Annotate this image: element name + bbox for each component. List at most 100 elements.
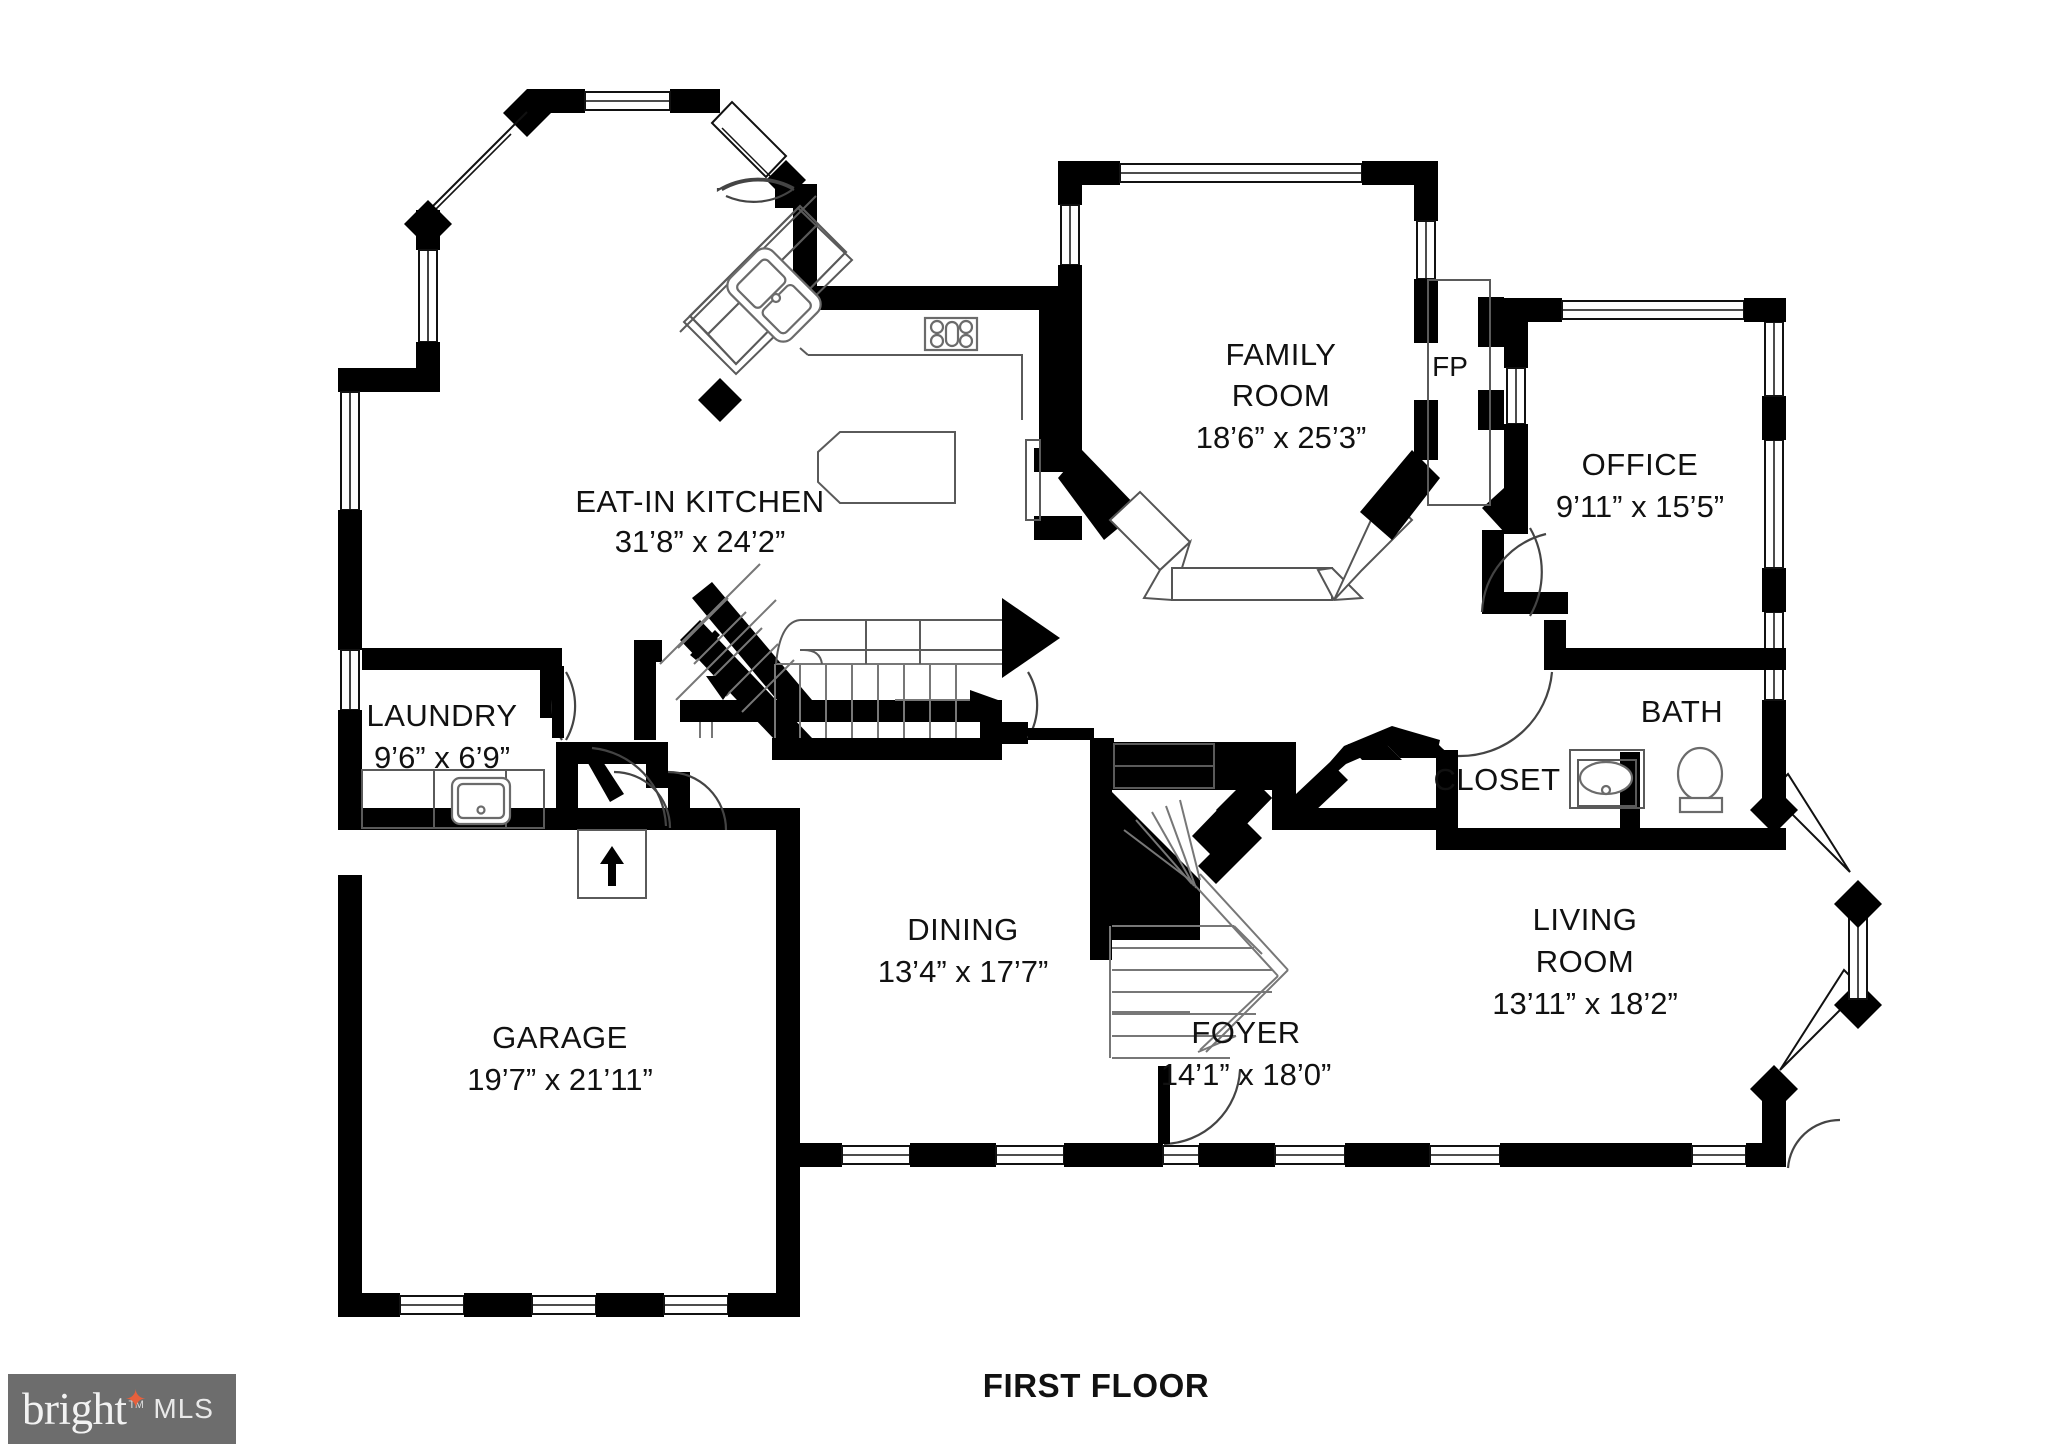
wall-corner xyxy=(1360,450,1440,540)
wall-corner xyxy=(1834,981,1882,1029)
label-living-room-line2: ROOM xyxy=(1536,944,1634,979)
window xyxy=(1119,163,1363,183)
up-arrow-icon xyxy=(600,846,624,886)
window xyxy=(1429,1145,1501,1165)
wall-segment xyxy=(1544,648,1786,670)
door-swing xyxy=(725,189,793,203)
window xyxy=(1691,1145,1747,1165)
cooktop-icon xyxy=(923,316,979,352)
winder-stairs xyxy=(659,563,795,713)
garage-door-panel xyxy=(663,1295,729,1315)
utility-sink-icon xyxy=(450,776,512,826)
dim-foyer: 14’1” x 18’0” xyxy=(1161,1057,1332,1092)
wall-segment xyxy=(338,368,440,392)
door-swing xyxy=(721,179,795,191)
door-leaf xyxy=(576,742,624,802)
door-swing xyxy=(1786,1118,1841,1169)
wall-segment xyxy=(1039,286,1063,468)
wall-segment xyxy=(1345,1143,1430,1167)
wall-segment xyxy=(634,640,656,740)
bay-wall-bottom xyxy=(1171,567,1333,601)
laundry-appliances xyxy=(361,769,545,829)
wall-segment xyxy=(338,710,362,820)
kitchen-counter xyxy=(799,347,1023,420)
wall-segment xyxy=(910,1143,996,1167)
wall-segment xyxy=(1500,1143,1692,1167)
wall-corner xyxy=(1834,880,1882,928)
label-laundry: LAUNDRY xyxy=(366,698,517,733)
label-office: OFFICE xyxy=(1582,447,1699,482)
wall-segment xyxy=(338,875,362,1315)
label-dining: DINING xyxy=(907,912,1019,947)
winder-arrow xyxy=(706,676,740,700)
garage-door-panel xyxy=(531,1295,597,1315)
wall-segment xyxy=(1414,279,1438,343)
wall-segment xyxy=(1744,298,1786,322)
bright-mls-watermark: bright✦TM MLS xyxy=(8,1374,236,1444)
wall-corner xyxy=(766,160,806,200)
wall-segment xyxy=(680,700,1002,722)
door-swing xyxy=(1480,532,1547,613)
mudroom-bench xyxy=(577,829,647,899)
wall-segment xyxy=(416,210,440,250)
wall-segment xyxy=(1544,622,1566,644)
dim-office: 9’11” x 15’5” xyxy=(1556,489,1724,524)
fixtures xyxy=(361,195,1724,1059)
window xyxy=(1764,321,1784,397)
dim-garage: 19’7” x 21’11” xyxy=(467,1062,653,1097)
door-swing xyxy=(565,671,577,741)
toilet-icon xyxy=(1676,746,1724,814)
wall-segment xyxy=(1064,1143,1163,1167)
window xyxy=(710,100,788,183)
brand-text: bright xyxy=(22,1383,127,1434)
wall-angled xyxy=(1192,776,1272,858)
wall-segment xyxy=(1058,161,1082,205)
window xyxy=(1416,220,1436,280)
door-swing xyxy=(1457,671,1554,758)
wall-segment xyxy=(596,1293,664,1317)
wall-segment xyxy=(620,808,800,830)
window xyxy=(1162,1145,1200,1165)
sink-icon xyxy=(726,247,822,343)
label-eat-in-kitchen: EAT-IN KITCHEN xyxy=(575,484,824,519)
wall-segment xyxy=(980,700,1002,760)
door-swing xyxy=(667,770,728,831)
bay-wall-angled xyxy=(1108,490,1193,602)
label-foyer: FOYER xyxy=(1191,1015,1300,1050)
garage-door-panel xyxy=(399,1295,465,1315)
wall-segment xyxy=(1504,298,1528,368)
wall-segment xyxy=(1002,722,1026,744)
trademark-symbol: TM xyxy=(128,1398,144,1411)
wall-angled xyxy=(1243,752,1296,830)
kitchen-island xyxy=(679,195,854,422)
label-family-room-line2: ROOM xyxy=(1232,378,1330,413)
label-bath: BATH xyxy=(1641,694,1723,729)
window xyxy=(418,249,438,343)
label-fireplace: FP xyxy=(1432,351,1468,382)
wall-corner xyxy=(1750,1065,1798,1113)
label-closet: CLOSET xyxy=(1433,762,1560,797)
bath-vanity xyxy=(1569,749,1645,809)
window xyxy=(841,1145,911,1165)
wall-segment xyxy=(338,510,362,650)
stair-direction-arrow xyxy=(970,690,998,710)
door-leaf xyxy=(1158,1066,1170,1144)
wall-angled xyxy=(1110,790,1200,940)
wall-segment xyxy=(1090,738,1114,758)
wall-segment xyxy=(670,89,720,113)
wall-segment xyxy=(1762,396,1786,440)
wall-segment xyxy=(1436,828,1786,850)
wall-segment xyxy=(634,640,662,662)
window xyxy=(995,1145,1065,1165)
window xyxy=(1506,367,1526,425)
floor-title: FIRST FLOOR xyxy=(983,1367,1210,1404)
dim-laundry: 9’6” x 6’9” xyxy=(374,740,510,775)
island-post xyxy=(698,378,742,422)
landing-arrow xyxy=(1002,598,1060,678)
wall-segment xyxy=(1199,1143,1275,1167)
door-swing xyxy=(591,746,668,827)
window xyxy=(1060,204,1080,266)
window xyxy=(584,91,671,111)
closet-angled-wall xyxy=(1330,726,1440,778)
